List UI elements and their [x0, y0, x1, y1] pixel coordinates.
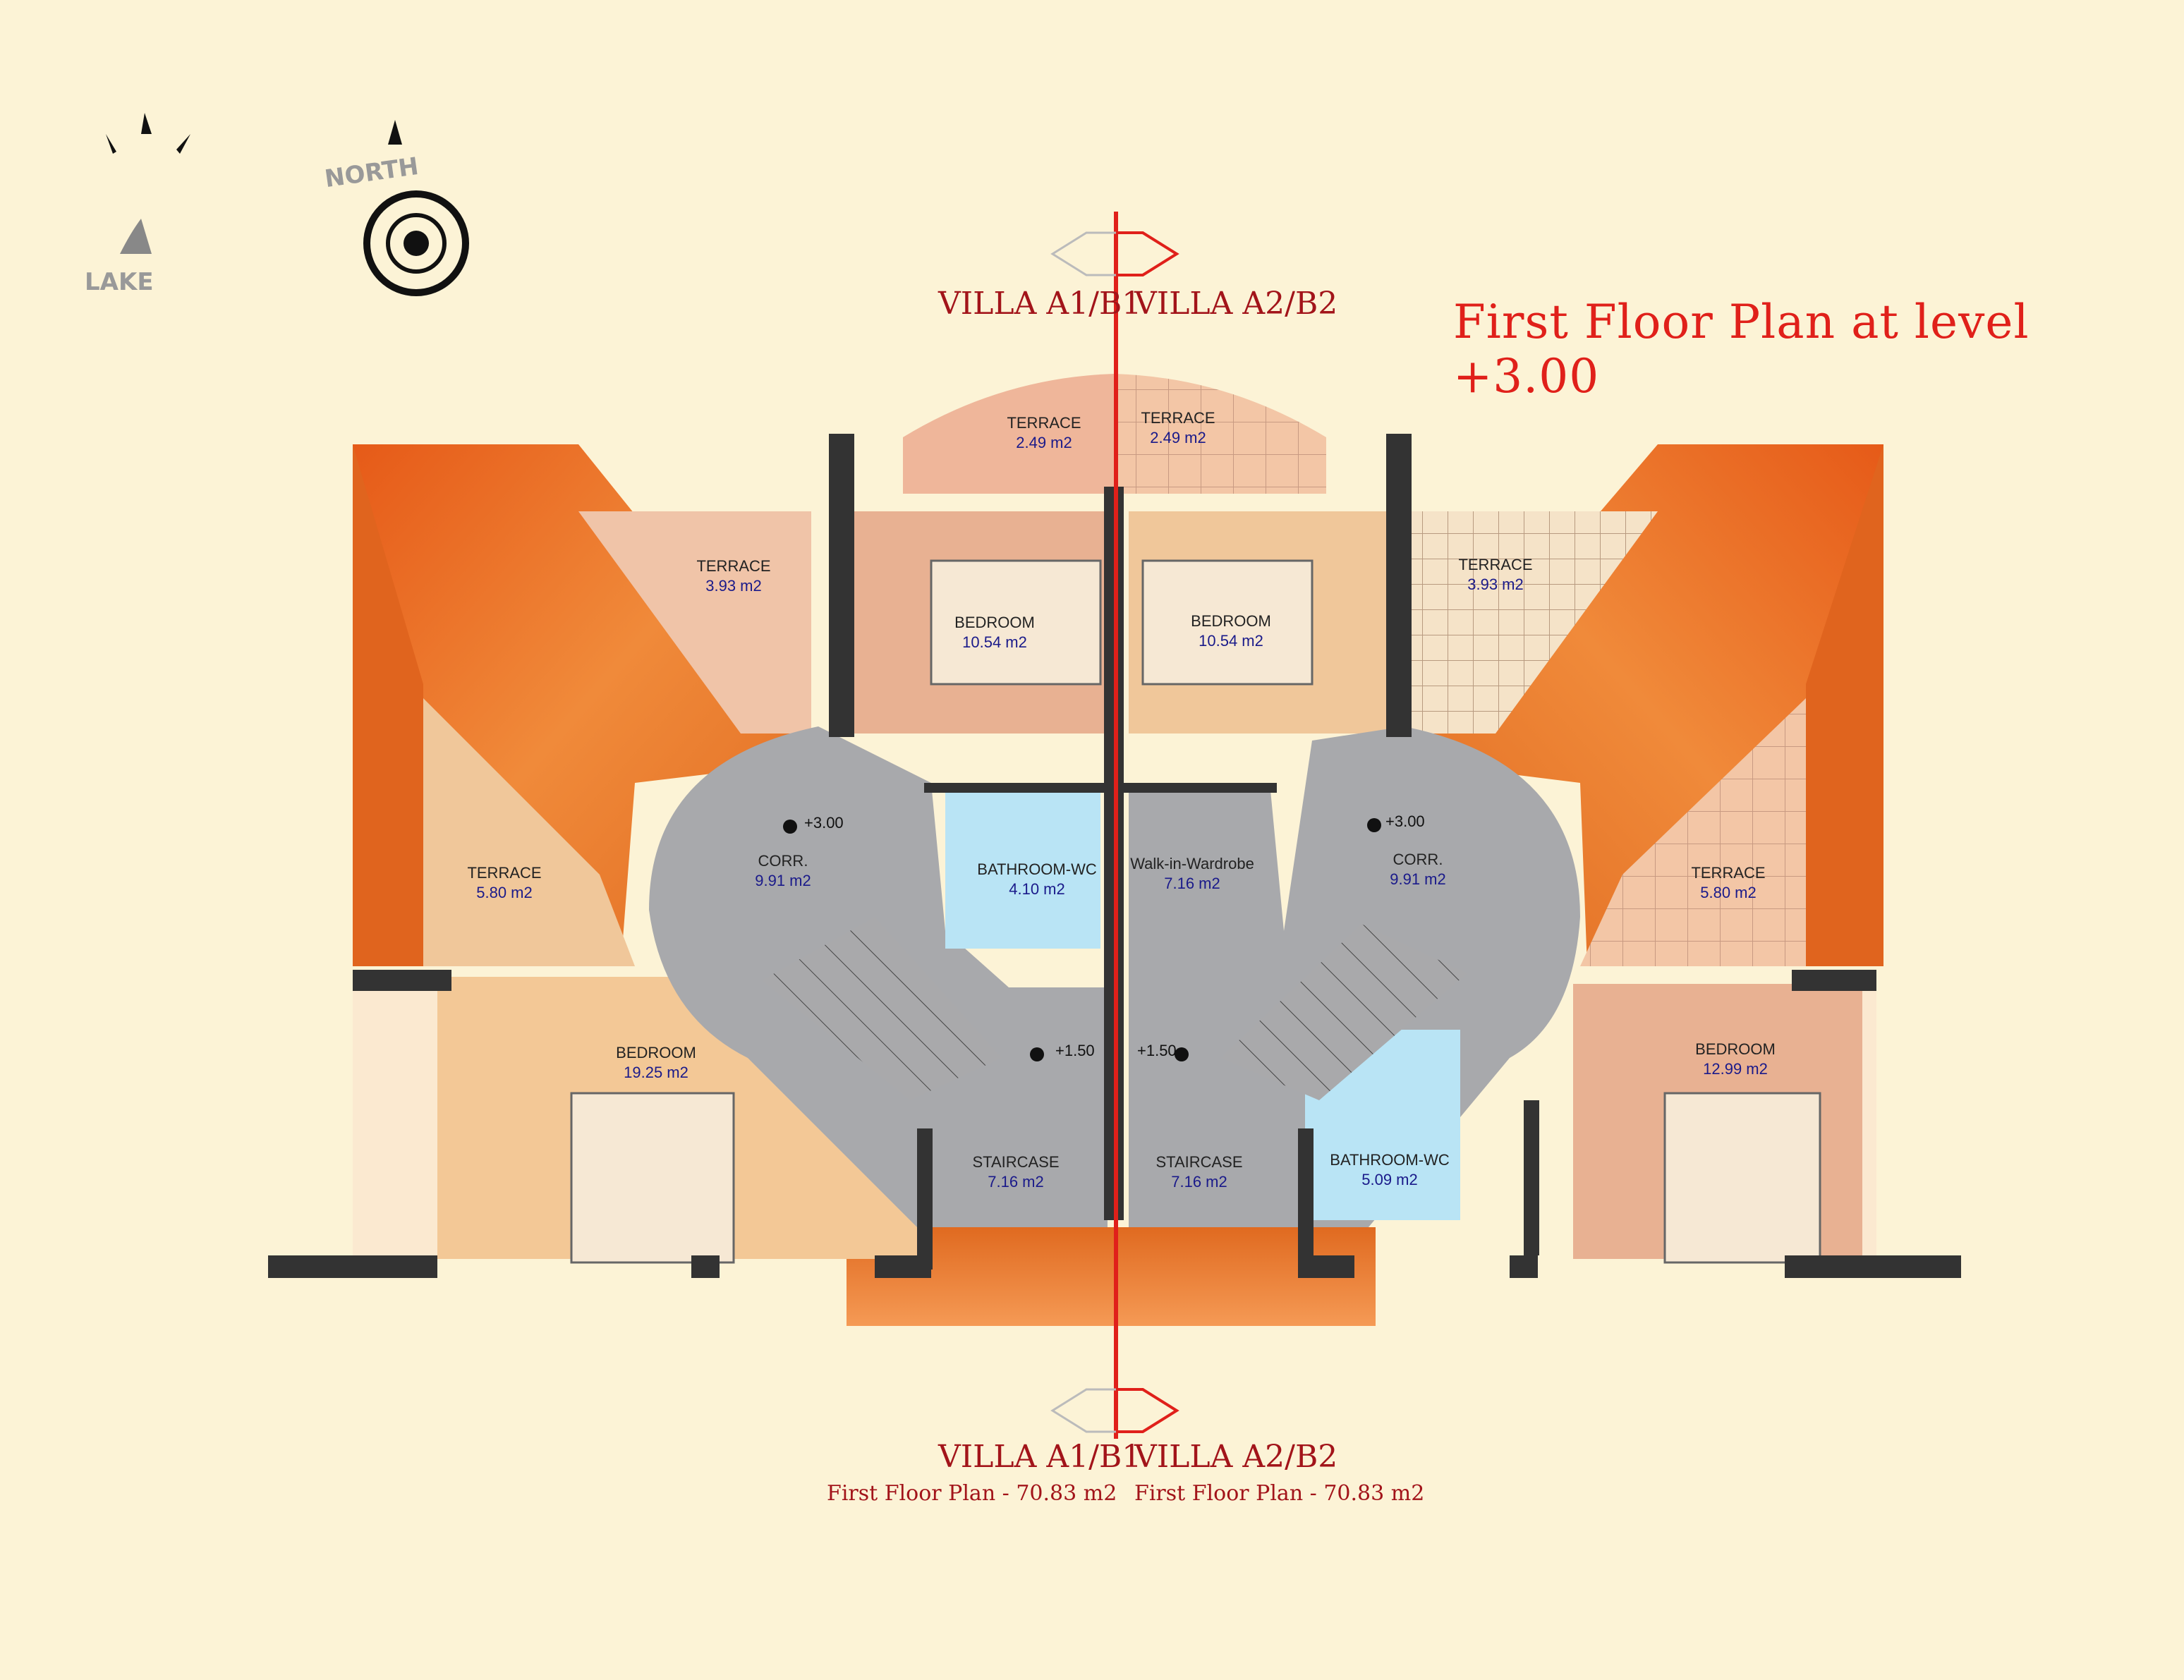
room-label: BEDROOM: [616, 1044, 696, 1061]
room-area: 10.54 m2: [962, 633, 1027, 651]
room-area: 5.09 m2: [1361, 1171, 1418, 1188]
plan-title: First Floor Plan at level +3.00: [1453, 295, 2030, 403]
room-area: 3.93 m2: [705, 577, 762, 595]
room-label: TERRACE: [1691, 864, 1765, 882]
level-markers: +3.00 +3.00 +1.50 +1.50: [783, 812, 1425, 1061]
section-line: [1050, 212, 1179, 1439]
villa-label-right-bottom: VILLA A2/B2: [1134, 1439, 1338, 1475]
room-label: TERRACE: [467, 864, 541, 882]
room-area: 9.91 m2: [755, 872, 811, 889]
upper-bedrooms: [832, 511, 1411, 734]
room-area: 2.49 m2: [1150, 429, 1206, 446]
villa-area-right: First Floor Plan - 70.83 m2: [1134, 1481, 1425, 1506]
villa-area-left: First Floor Plan - 70.83 m2: [827, 1481, 1117, 1506]
room-label: TERRACE: [1007, 414, 1081, 432]
room-label: BEDROOM: [1191, 612, 1271, 630]
villa-label-left-bottom: VILLA A1/B1: [938, 1439, 1142, 1475]
room-area: 2.49 m2: [1016, 434, 1072, 451]
level-label: +3.00: [804, 814, 844, 832]
room-label: TERRACE: [696, 557, 770, 575]
room-area: 3.93 m2: [1467, 576, 1524, 593]
villa-label-left-top: VILLA A1/B1: [938, 286, 1142, 322]
room-area: 5.80 m2: [476, 884, 533, 901]
side-terraces: [423, 698, 1806, 966]
room-label: BATHROOM-WC: [1330, 1151, 1450, 1169]
lake-compass-icon: [106, 113, 190, 254]
north-compass-icon: [363, 120, 469, 296]
room-label: BEDROOM: [1695, 1040, 1776, 1058]
lower-bedrooms: [353, 977, 1876, 1264]
room-area: 4.10 m2: [1009, 880, 1065, 898]
room-label: STAIRCASE: [1155, 1153, 1242, 1171]
room-area: 9.91 m2: [1390, 870, 1446, 888]
lake-label: LAKE: [85, 268, 154, 296]
top-terraces: [578, 374, 1658, 734]
room-area: 12.99 m2: [1703, 1060, 1768, 1078]
room-label: STAIRCASE: [972, 1153, 1059, 1171]
room-area: 7.16 m2: [988, 1173, 1044, 1191]
room-area: 7.16 m2: [1164, 875, 1220, 892]
room-label: TERRACE: [1458, 556, 1532, 573]
villa-label-right-top: VILLA A2/B2: [1134, 286, 1338, 322]
room-label: BEDROOM: [954, 614, 1035, 631]
room-labels: TERRACE 2.49 m2 TERRACE 2.49 m2 TERRACE …: [467, 409, 1775, 1191]
stairs: [762, 917, 1467, 1100]
level-label: +3.00: [1385, 812, 1425, 830]
room-area: 19.25 m2: [624, 1064, 688, 1081]
room-label: CORR.: [758, 852, 808, 870]
room-label: TERRACE: [1141, 409, 1215, 427]
level-label: +1.50: [1137, 1042, 1177, 1059]
room-label: Walk-in-Wardrobe: [1130, 855, 1254, 872]
room-label: BATHROOM-WC: [977, 860, 1097, 878]
room-label: CORR.: [1393, 851, 1443, 868]
room-area: 5.80 m2: [1700, 884, 1757, 901]
room-area: 10.54 m2: [1199, 632, 1263, 650]
level-label: +1.50: [1055, 1042, 1095, 1059]
room-area: 7.16 m2: [1171, 1173, 1227, 1191]
